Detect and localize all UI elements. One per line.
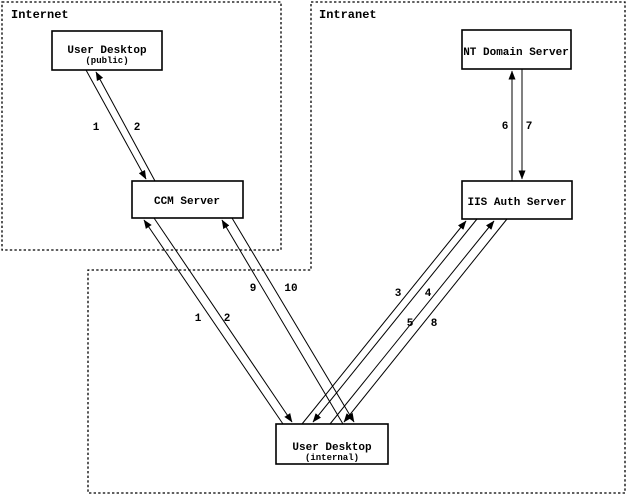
edge-label: 3 (395, 288, 402, 300)
node-title: User Desktop (67, 45, 147, 57)
edge-label: 2 (134, 122, 141, 134)
node-title: User Desktop (292, 442, 372, 454)
node-ccm-server: CCM Server (131, 180, 244, 219)
internet-zone-label: Internet (11, 8, 69, 22)
edge-label: 2 (224, 313, 231, 325)
node-subtitle: (internal) (305, 453, 359, 463)
node-iis-auth-server: IIS Auth Server (461, 180, 573, 220)
intranet-zone-label: Intranet (319, 8, 377, 22)
edge-label: 6 (502, 121, 509, 133)
edge-4-iis-to-internal (312, 218, 478, 423)
edge-5-internal-to-iis (329, 220, 495, 425)
node-title: NT Domain Server (463, 47, 569, 59)
intranet-zone-border (87, 1, 626, 494)
edge-label: 8 (431, 318, 438, 330)
node-title: CCM Server (154, 196, 220, 208)
edge-label: 9 (250, 283, 257, 295)
edge-8-iis-to-internal (343, 218, 508, 423)
node-box (51, 30, 163, 71)
edge-label: 1 (195, 313, 202, 325)
node-box (131, 180, 244, 219)
edge-label: 4 (425, 288, 432, 300)
node-nt-domain-server: NT Domain Server (461, 29, 572, 70)
edge-2-ccm-to-public (95, 71, 156, 182)
edge-9-internal-to-ccm (221, 219, 344, 425)
node-title: IIS Auth Server (467, 197, 566, 209)
node-subtitle: (public) (85, 56, 128, 66)
node-user-desktop-internal: User Desktop (internal) (275, 423, 389, 465)
edge-label: 1 (93, 122, 100, 134)
edge-label: 7 (526, 121, 533, 133)
edge-label: 10 (284, 283, 297, 295)
edge-2-ccm-to-internal (153, 217, 293, 423)
node-box (275, 423, 389, 465)
edge-1-public-to-ccm (85, 69, 147, 180)
edge-1-internal-to-ccm (143, 219, 284, 425)
node-box (461, 180, 573, 220)
node-box (461, 29, 572, 70)
edge-label: 5 (407, 318, 414, 330)
edge-3-internal-to-iis (301, 220, 467, 425)
node-user-desktop-public: User Desktop (public) (51, 30, 163, 71)
edge-10-ccm-to-internal (231, 217, 355, 423)
internet-zone-border (1, 1, 282, 251)
